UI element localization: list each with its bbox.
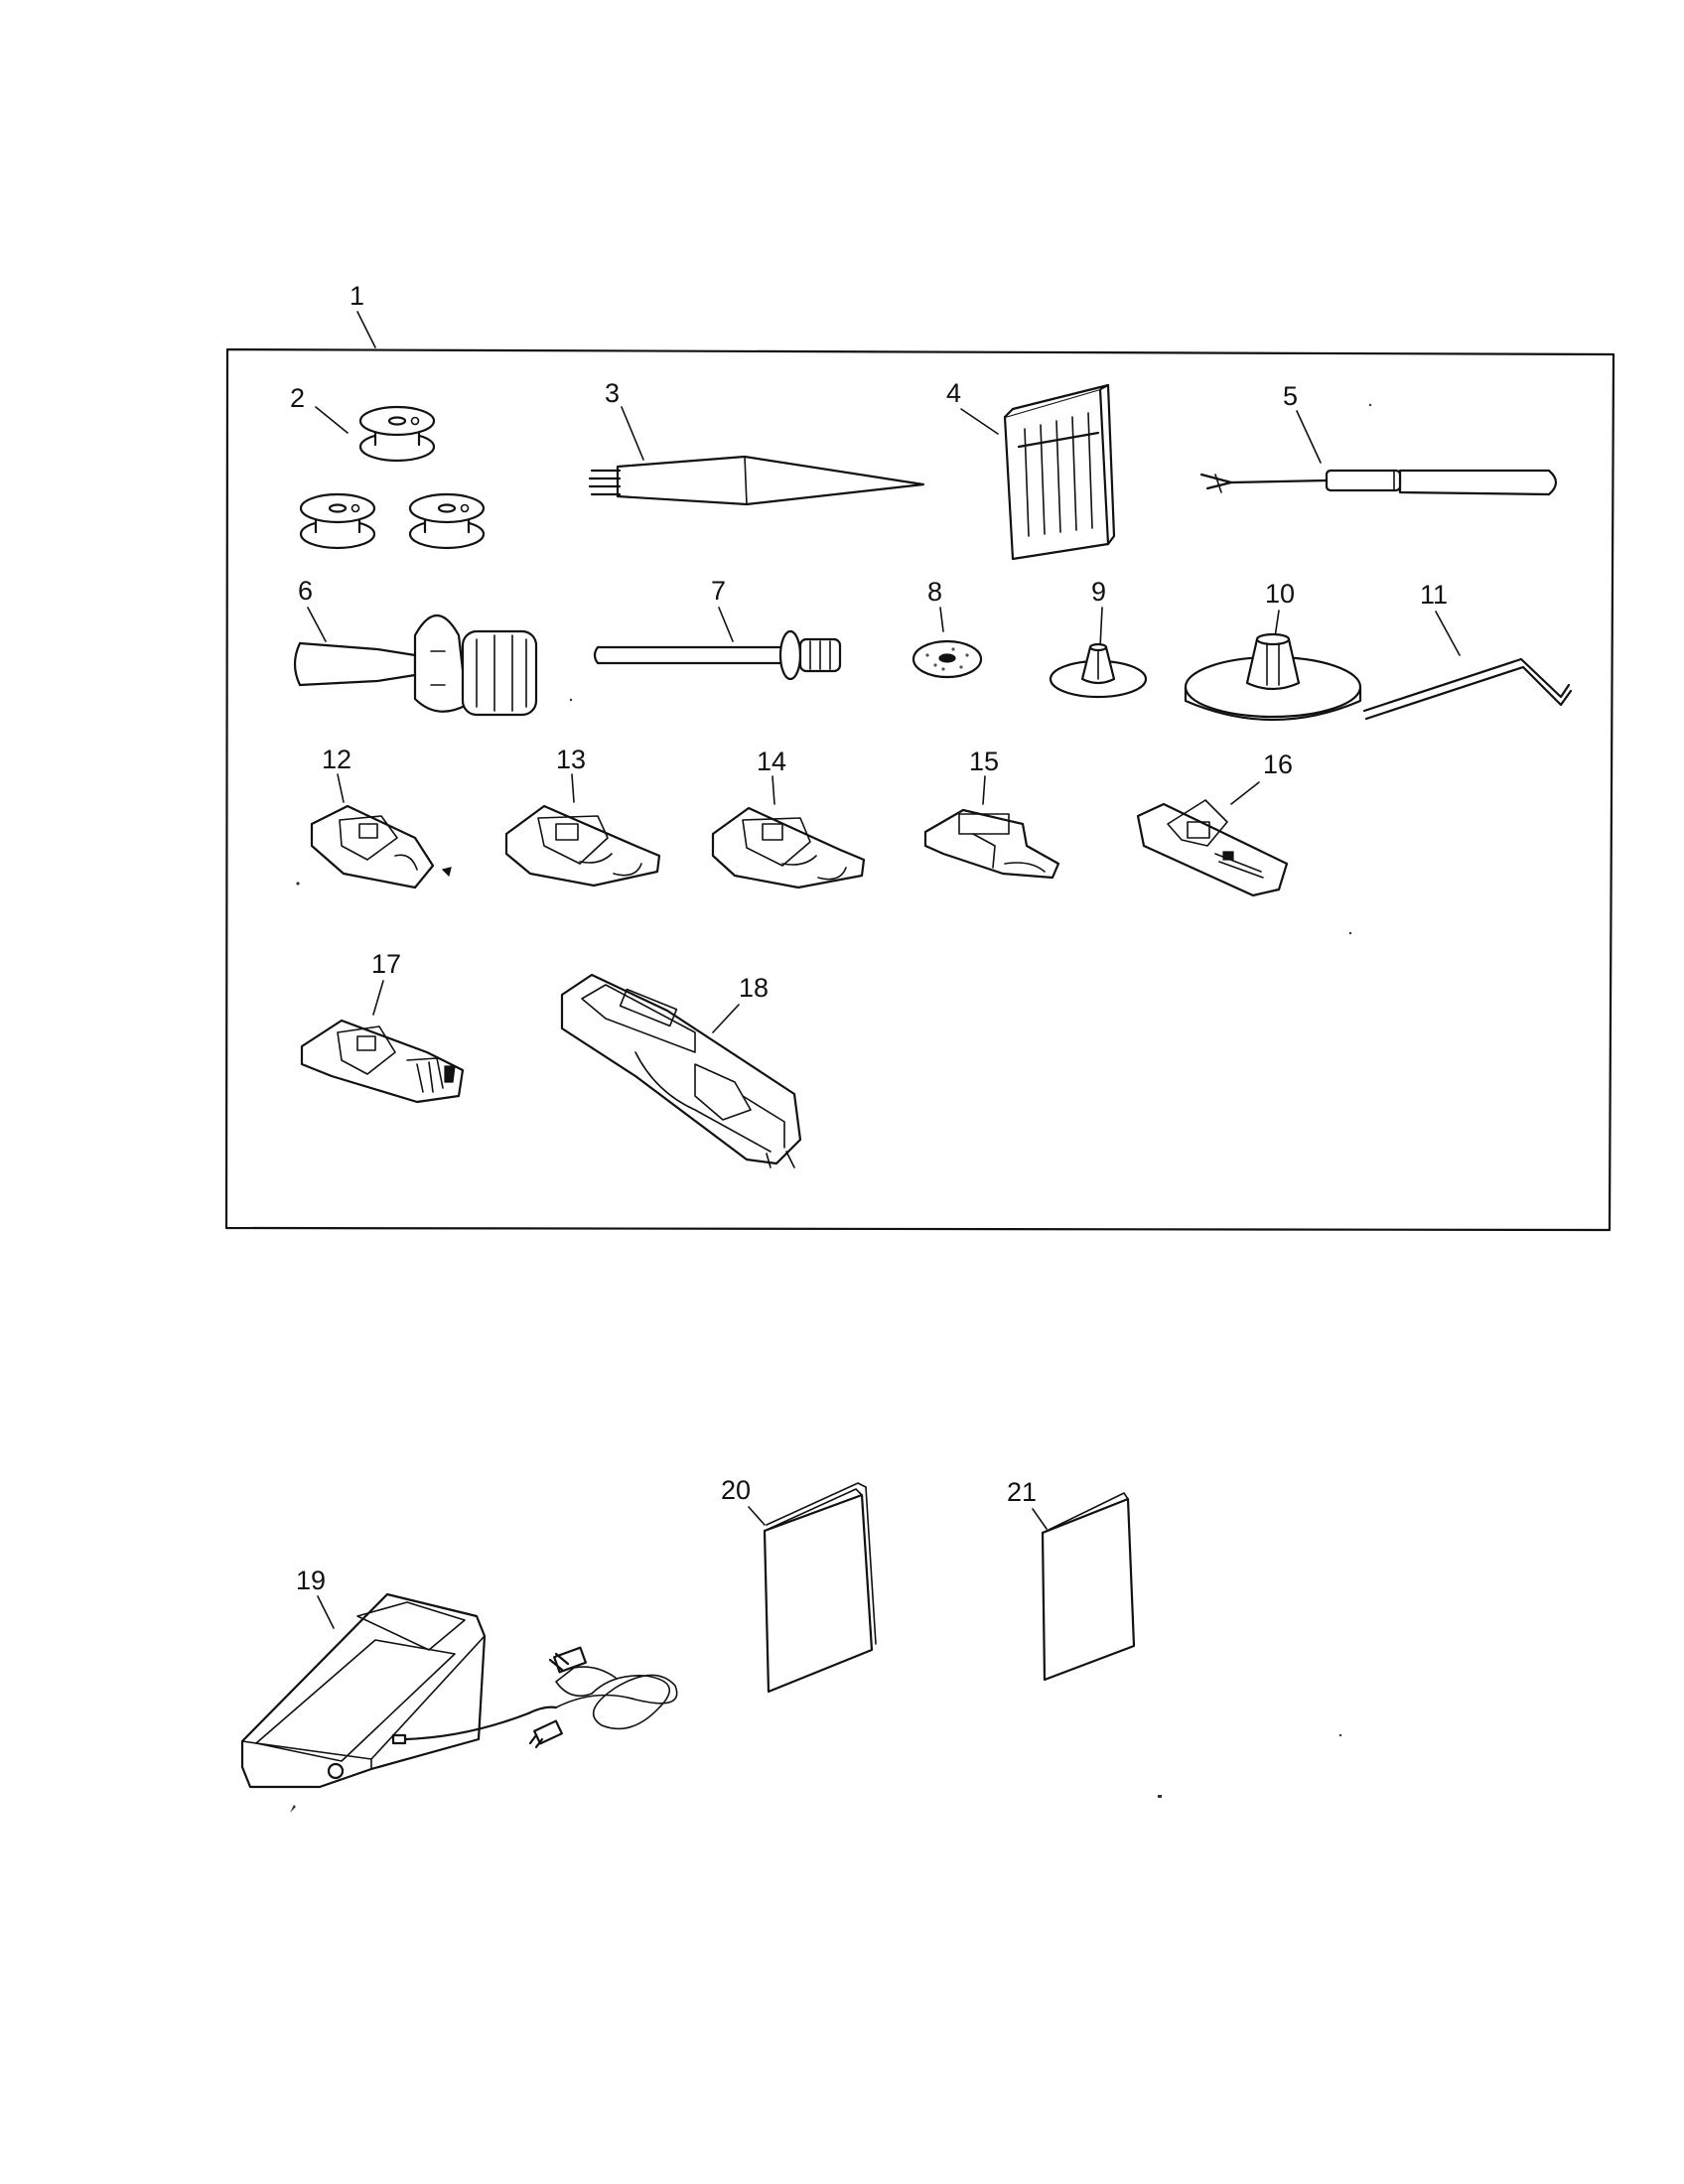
callout-9: 9: [1091, 577, 1106, 648]
svg-text:8: 8: [927, 577, 942, 607]
presser-foot-13-illustration: [504, 804, 661, 887]
svg-text:5: 5: [1283, 381, 1298, 411]
callout-7: 7: [711, 576, 734, 642]
seam-ripper-illustration: [1199, 469, 1558, 496]
callout-16: 16: [1230, 750, 1293, 805]
callout-19: 19: [296, 1566, 335, 1629]
svg-text:18: 18: [739, 973, 769, 1003]
lint-brush-illustration: [588, 455, 925, 506]
scan-specks: [290, 403, 1372, 1813]
callout-1: 1: [350, 281, 376, 348]
callout-20: 20: [721, 1475, 766, 1526]
svg-text:20: 20: [721, 1475, 751, 1505]
svg-text:9: 9: [1091, 577, 1106, 607]
callout-18: 18: [712, 973, 769, 1033]
power-cord-illustration: [528, 1646, 678, 1749]
presser-foot-12-illustration: [310, 804, 452, 889]
svg-text:21: 21: [1007, 1477, 1037, 1507]
svg-text:19: 19: [296, 1566, 326, 1595]
callout-10: 10: [1265, 579, 1295, 638]
presser-foot-17-illustration: [300, 1019, 465, 1104]
presser-foot-15-illustration: [923, 808, 1060, 880]
small-spool-cap-illustration: [1049, 642, 1148, 699]
callout-14: 14: [757, 747, 786, 805]
svg-text:6: 6: [298, 576, 313, 606]
screwdriver-illustration: [293, 614, 538, 717]
presser-foot-16-illustration: [1136, 799, 1289, 897]
accessory-box-frame: [224, 347, 1615, 1232]
callout-3: 3: [605, 378, 644, 461]
presser-foot-14-illustration: [711, 806, 866, 889]
callout-2: 2: [290, 383, 349, 434]
callout-8: 8: [927, 577, 944, 632]
foot-controller-illustration: [240, 1592, 558, 1789]
callout-13: 13: [556, 745, 586, 803]
callout-5: 5: [1283, 381, 1322, 464]
callout-11: 11: [1420, 580, 1461, 656]
buttonhole-foot-illustration: [560, 973, 802, 1168]
svg-text:7: 7: [711, 576, 726, 606]
callout-21: 21: [1007, 1477, 1048, 1530]
callout-12: 12: [322, 745, 351, 803]
svg-text:10: 10: [1265, 579, 1295, 609]
svg-text:15: 15: [969, 747, 999, 776]
svg-text:11: 11: [1420, 580, 1448, 610]
svg-text:3: 3: [605, 378, 620, 408]
svg-text:12: 12: [322, 745, 351, 774]
svg-text:17: 17: [371, 949, 401, 979]
callout-15: 15: [969, 747, 999, 805]
instruction-book-illustration: [763, 1482, 877, 1694]
svg-text:16: 16: [1263, 750, 1293, 779]
large-spool-cap-illustration: [1184, 632, 1362, 722]
svg-text:1: 1: [350, 281, 364, 311]
needle-case-illustration: [1003, 383, 1116, 561]
spool-pin-illustration: [593, 629, 842, 681]
svg-text:13: 13: [556, 745, 586, 774]
svg-text:2: 2: [290, 383, 305, 413]
callout-17: 17: [371, 949, 401, 1016]
booklet-illustration: [1041, 1492, 1136, 1682]
felt-illustration: [912, 639, 983, 679]
svg-text:4: 4: [946, 378, 961, 408]
callout-6: 6: [298, 576, 327, 642]
hex-wrench-illustration: [1362, 657, 1573, 721]
svg-text:14: 14: [757, 747, 786, 776]
bobbins-illustration: [299, 405, 486, 550]
callout-4: 4: [946, 378, 999, 435]
